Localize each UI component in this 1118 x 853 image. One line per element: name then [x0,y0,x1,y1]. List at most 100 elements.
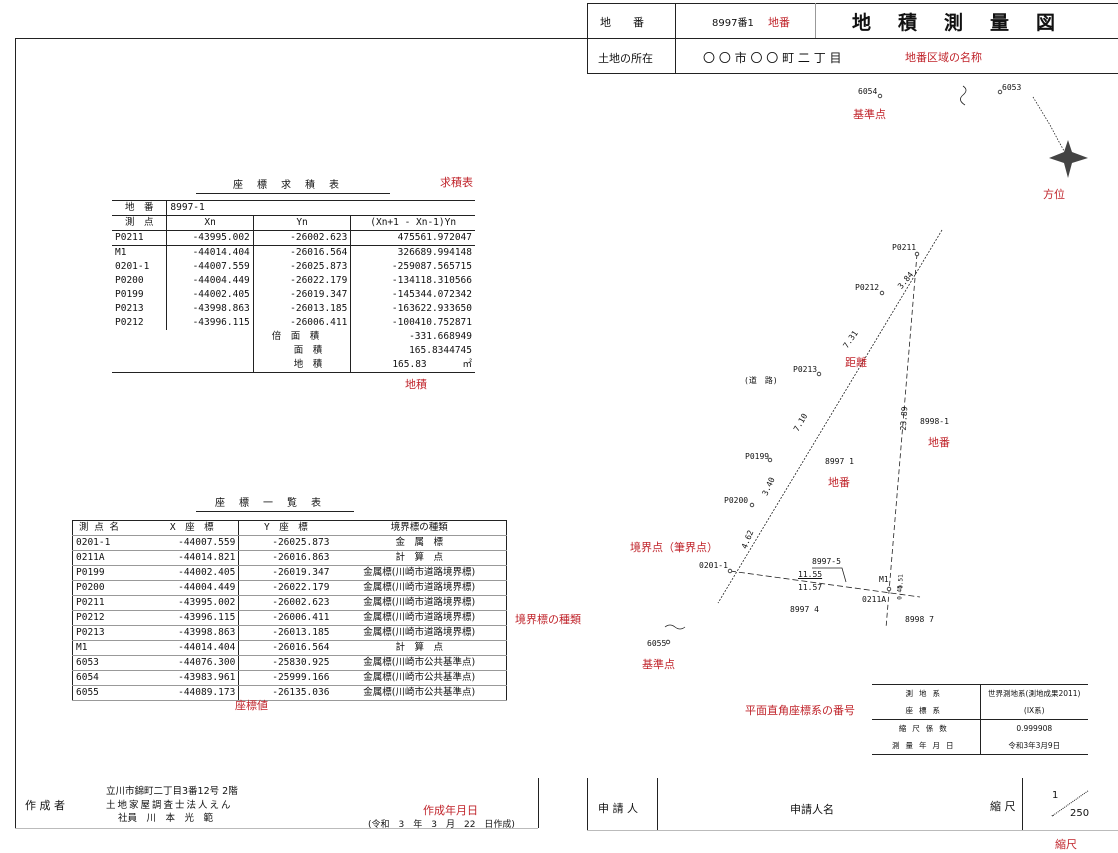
distance-label: 11.57 [798,583,823,592]
annotation-benchmark-bottom: 基準点 [642,658,675,671]
table-cell: -26025.873 [253,260,352,274]
table-cell: P0199 [112,288,168,302]
table-cell: -26025.873 [238,535,333,551]
table-cell: -26006.411 [238,610,333,626]
compass-icon [1049,140,1088,178]
area-label: 面 積 [253,344,352,358]
table-cell: -44089.173 [145,685,240,701]
annotation-coordinate-value: 座標値 [235,699,268,712]
table-cell: -26016.564 [238,640,333,656]
table-cell: P0212 [112,316,168,330]
table-cell: 金属標(川崎市道路境界標) [332,595,507,611]
table-cell: P0199 [72,565,146,581]
point-label: P0200 [724,496,749,505]
table-cell: -44004.449 [145,580,240,596]
table-cell: 0211A [72,550,146,566]
lot-label: 地 番 [600,16,644,29]
info-value: 0.999908 [1016,724,1053,733]
lot-label: 8998-1 [920,417,949,426]
table-row: 0201-1-44007.559-26025.873-259087.565715 [112,260,475,274]
table-cell: -44014.404 [166,245,254,260]
info-label: 測量年月日 [872,737,981,755]
table-cell: -43995.002 [166,230,254,246]
east-boundary-line [885,253,918,629]
benchmark-marker [665,639,671,645]
annotation-lot-number: 地番 [768,16,790,29]
table-cell: -44004.449 [166,274,254,288]
table-cell: 計 算 点 [332,550,507,566]
table-cell: -26016.564 [253,245,352,260]
scale-numerator: 1 [1052,790,1059,801]
table-cell: -163622.933650 [391,303,472,314]
table-cell: 326689.994148 [397,247,472,258]
col-header: Xn [166,215,254,231]
creator-label: 作 成 者 [25,799,65,812]
info-label: 測地系 [872,684,981,702]
lot-value: 8997-1 [166,200,475,216]
footer-div3 [1022,778,1023,830]
benchmark-label: 6053 [1002,83,1022,92]
table-cell: -26022.179 [238,580,333,596]
table-cell: 金属標(川崎市公共基準点) [332,655,507,671]
annotation-area-name: 地番区域の名称 [905,51,982,64]
benchmark-label: 6054 [858,87,878,96]
col-header: 測 点 [112,215,168,231]
annotation-plane-system: 平面直角座標系の番号 [745,704,855,717]
col-header: 境界標の種類 [332,520,507,536]
info-value: 令和3年3月9日 [1008,741,1061,750]
info-row: 測量年月日 令和3年3月9日 [872,737,1088,755]
point-marker [886,586,892,592]
table-cell: P0200 [72,580,146,596]
col-header: Y 座 標 [238,520,333,536]
land-area-value: 165.83 [392,359,427,370]
scale-denominator: 250 [1070,808,1090,819]
break-mark-bottom [664,624,686,630]
table-cell: -44002.405 [145,565,240,581]
creator-staff: 社員 川 本 光 範 [118,813,214,824]
point-label: 0211A [862,595,887,604]
info-value: (IX系) [980,702,1088,720]
south-boundary-line [729,570,921,598]
lot-label: 8998 7 [905,615,934,624]
table-cell: 金属標(川崎市道路境界標) [332,565,507,581]
distance-label: 23.89 [898,406,910,431]
table-row: P0199-44002.405-26019.347-145344.072342 [112,288,475,302]
table-cell: 金属標(川崎市道路境界標) [332,610,507,626]
distance-label: 11.55 [798,570,823,579]
table-cell: -134118.310566 [391,275,472,286]
table-cell: 6055 [72,685,146,701]
point-label: P0212 [855,283,880,292]
table-cell: 金属標(川崎市道路境界標) [332,580,507,596]
area-value: 165.8344745 [409,345,472,356]
table-row: P0200-44004.449-26022.179-134118.310566 [112,274,475,288]
road-boundary-line [717,229,943,604]
header-bottom [587,73,1118,74]
table-cell: -25999.166 [238,670,333,686]
break-mark-top [960,85,967,106]
table-cell: -44076.300 [145,655,240,671]
location-label: 土地の所在 [598,52,653,65]
point-marker [767,457,773,463]
table-cell: -100410.752871 [391,317,472,328]
lot-label: 8997-5 [812,557,841,566]
table-cell: -26019.347 [253,288,352,302]
road-label: (道 路) [744,376,778,385]
col-header: (Xn+1 - Xn-1)Yn [350,215,475,231]
table-cell: -26002.623 [253,230,352,246]
table-cell: -43998.863 [145,625,240,641]
footer-div-creator [538,778,539,828]
table-cell: -26013.185 [238,625,333,641]
table-cell: -43996.115 [145,610,240,626]
header-div2 [815,3,816,38]
creator-address: 立川市錦町二丁目3番12号 2階 [106,786,238,797]
creation-date: (令和 3 年 3 月 22 日作成) [368,820,515,830]
point-marker [749,502,755,508]
